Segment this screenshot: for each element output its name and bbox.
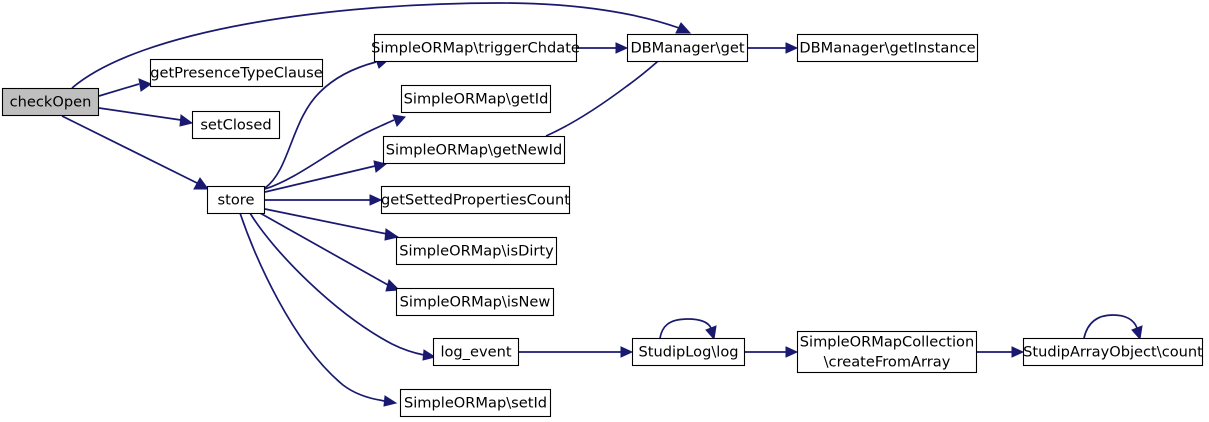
node-simpleormap-isdirty-box[interactable] [395, 236, 558, 266]
node-simpleormap-isnew-label: SimpleORMap\isNew [400, 294, 551, 311]
node-simpleormap-getid-label: SimpleORMap\getId [404, 91, 549, 108]
node-simpleormap-setid-box[interactable] [399, 388, 552, 418]
node-simpleormap-isnew-box[interactable] [395, 287, 555, 317]
node-studiparrayobject-count-label: StudipArrayObject\count [1023, 344, 1203, 361]
node-store-label: store [218, 192, 255, 209]
node-dbmanager-get-box[interactable] [626, 33, 749, 63]
node-simpleormap-isdirty-label: SimpleORMap\isDirty [399, 243, 554, 260]
node-simpleormap-triggerchdate-box[interactable] [373, 33, 578, 63]
edge-store-to-isdirty [264, 208, 400, 241]
edge-checkopen-to-dbmanager-get [71, 2, 692, 89]
node-getpresencetypeclause[interactable]: getPresenceTypeClause [149, 58, 324, 88]
node-simpleormapcollection-createfromarray-label-line1: SimpleORMapCollection [800, 334, 974, 351]
node-setclosed-box[interactable] [191, 110, 281, 140]
node-getpresencetypeclause-box[interactable] [149, 58, 324, 88]
node-setclosed-label: setClosed [200, 117, 271, 134]
node-simpleormap-isdirty[interactable]: SimpleORMap\isDirty [395, 236, 558, 266]
node-dbmanager-get-label: DBManager\get [630, 40, 744, 57]
edge-checkopen-to-setclosed [98, 107, 194, 127]
node-checkopen-box[interactable] [1, 87, 100, 117]
node-setclosed[interactable]: setClosed [191, 110, 281, 140]
node-dbmanager-get[interactable]: DBManager\get [626, 33, 749, 63]
node-checkopen[interactable]: checkOpen [1, 87, 100, 117]
node-studiparrayobject-count[interactable]: StudipArrayObject\count [1022, 337, 1204, 367]
node-getsettedpropertiescount-label: getSettedPropertiesCount [381, 192, 570, 209]
node-getsettedpropertiescount-box[interactable] [380, 185, 571, 215]
node-simpleormap-getnewid-label: SimpleORMap\getNewId [386, 142, 563, 159]
edge-studiplog-self-loop [659, 318, 717, 341]
node-simpleormap-isnew[interactable]: SimpleORMap\isNew [395, 287, 555, 317]
node-studiplog-log[interactable]: StudipLog\log [631, 337, 746, 367]
node-simpleormapcollection-createfromarray-label-line2: \createFromArray [824, 354, 951, 371]
node-dbmanager-getinstance-box[interactable] [796, 33, 979, 63]
node-simpleormap-getnewid[interactable]: SimpleORMap\getNewId [382, 135, 566, 165]
edge-triggerchdate-to-dbmanager-get [577, 42, 629, 54]
node-simpleormap-getid-box[interactable] [400, 84, 552, 114]
edge-store-to-isnew [259, 212, 401, 292]
node-dbmanager-getinstance[interactable]: DBManager\getInstance [796, 33, 979, 63]
node-store-box[interactable] [206, 185, 266, 215]
node-log-event[interactable]: log_event [432, 337, 520, 367]
edge-checkopen-to-getpresencetypeclause [98, 78, 153, 97]
node-simpleormapcollection-createfromarray-box[interactable] [796, 330, 978, 374]
node-studiplog-log-label: StudipLog\log [638, 344, 738, 361]
edge-checkopen-to-store [61, 115, 209, 190]
node-checkopen-label: checkOpen [10, 94, 92, 111]
edge-logevent-to-studiplog [519, 346, 634, 358]
edge-dbmanager-get-to-getinstance [748, 42, 799, 54]
edge-store-to-setid [239, 212, 398, 407]
edge-createfromarray-to-arraycount [977, 346, 1025, 358]
node-studiparrayobject-count-box[interactable] [1022, 337, 1204, 367]
node-getsettedpropertiescount[interactable]: getSettedPropertiesCount [380, 185, 571, 215]
node-layer: checkOpen getPresenceTypeClause setClose… [1, 33, 1204, 418]
edge-store-to-getid [264, 114, 406, 190]
node-getpresencetypeclause-label: getPresenceTypeClause [150, 65, 323, 82]
node-studiplog-log-box[interactable] [631, 337, 746, 367]
node-simpleormap-triggerchdate[interactable]: SimpleORMap\triggerChdate [371, 33, 580, 63]
node-simpleormap-triggerchdate-label: SimpleORMap\triggerChdate [371, 40, 580, 57]
edge-studiplog-to-createfromarray [745, 346, 799, 358]
node-dbmanager-getinstance-label: DBManager\getInstance [799, 40, 975, 57]
edge-store-to-getnewid [264, 160, 388, 193]
node-simpleormap-getid[interactable]: SimpleORMap\getId [400, 84, 552, 114]
node-simpleormap-getnewid-box[interactable] [382, 135, 566, 165]
node-log-event-label: log_event [440, 344, 511, 361]
edge-store-to-logevent [249, 212, 437, 361]
node-log-event-box[interactable] [432, 337, 520, 367]
node-store[interactable]: store [206, 185, 266, 215]
node-simpleormap-setid-label: SimpleORMap\setId [404, 395, 547, 412]
edge-store-to-getsettedpropertiescount [265, 194, 383, 206]
edge-arraycount-self-loop [1083, 314, 1143, 341]
node-simpleormap-setid[interactable]: SimpleORMap\setId [399, 388, 552, 418]
node-simpleormapcollection-createfromarray[interactable]: SimpleORMapCollection \createFromArray [796, 330, 978, 374]
